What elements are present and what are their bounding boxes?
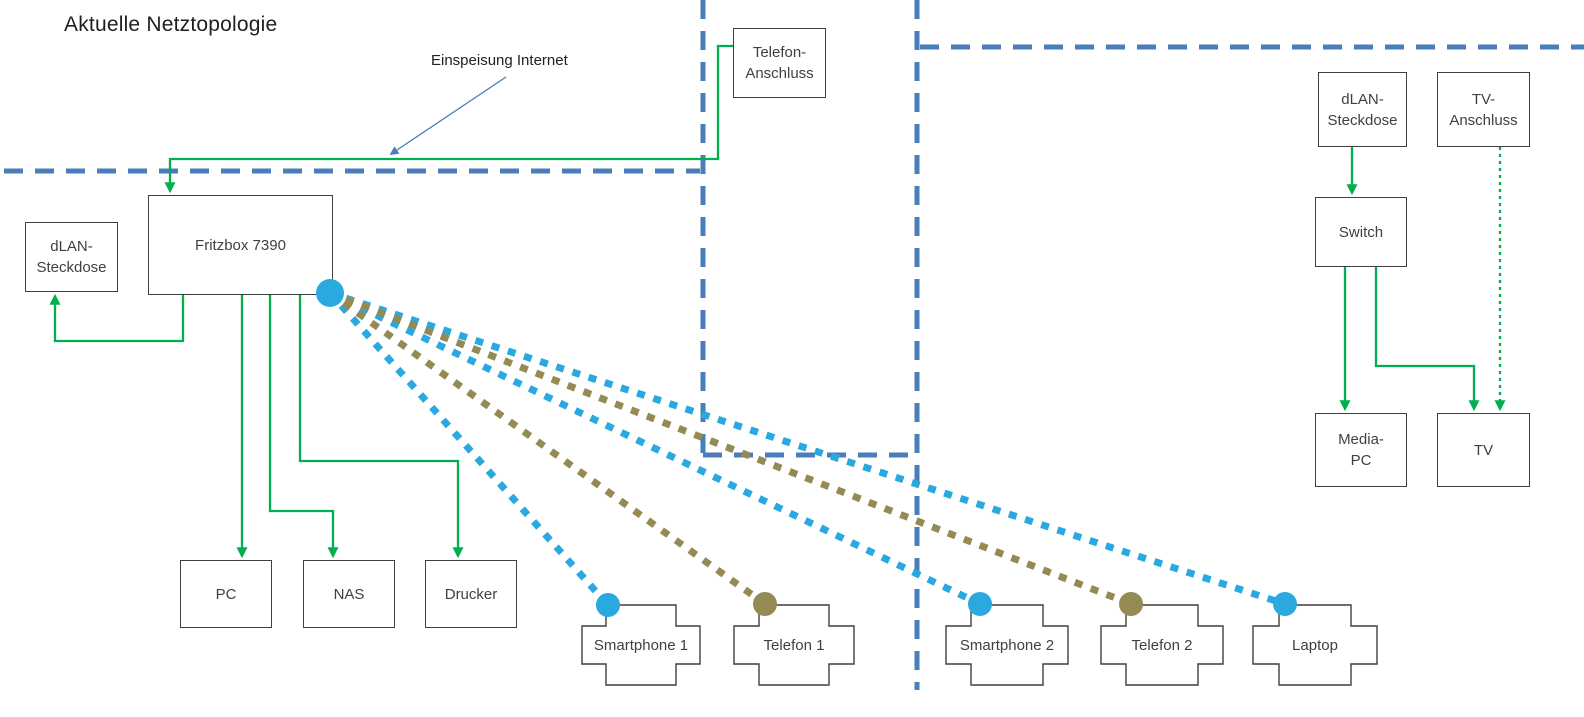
dect-link-telefon2 <box>328 289 1133 608</box>
device-shape-telefon2 <box>1100 604 1224 686</box>
node-tv-anschluss-label-line2: Anschluss <box>1449 111 1518 129</box>
diagram-title: Aktuelle Netztopologie <box>64 13 278 36</box>
node-dlan-steckdose-left: dLAN- Steckdose <box>25 222 118 292</box>
node-tv-anschluss-label-line1: TV- <box>1471 90 1496 108</box>
node-media-pc-label-line2: PC <box>1350 452 1372 469</box>
device-shape-telefon1 <box>733 604 855 686</box>
node-drucker-label: Drucker <box>444 585 498 603</box>
wifi-link-smartphone1 <box>327 290 611 608</box>
node-media-pc: Media- PC <box>1315 413 1407 487</box>
node-switch: Switch <box>1315 197 1407 267</box>
node-tv-anschluss: TV- Anschluss <box>1437 72 1530 147</box>
node-telefon-anschluss-label-line1: Telefon- <box>752 44 807 61</box>
node-tv-label: TV <box>1473 441 1494 459</box>
node-pc-label: PC <box>215 585 237 603</box>
node-tv: TV <box>1437 413 1530 487</box>
node-dlan-steckdose-right: dLAN- Steckdose <box>1318 72 1407 147</box>
wifi-link-laptop <box>328 289 1287 608</box>
node-media-pc-label-line1: Media- <box>1338 431 1384 448</box>
dect-link-telefon1 <box>327 290 768 607</box>
node-telefon-anschluss: Telefon- Anschluss <box>733 28 826 98</box>
link-switch-tv <box>1374 267 1480 412</box>
einspeisung-internet-label: Einspeisung Internet <box>431 52 568 69</box>
node-dlan-right-label-line1: dLAN- <box>1341 90 1384 108</box>
node-fritzbox-label: Fritzbox 7390 <box>195 236 286 254</box>
node-dlan-right-label-line2: Steckdose <box>1327 111 1398 129</box>
node-dlan-left-label-line1: dLAN- <box>50 238 93 255</box>
node-drucker: Drucker <box>425 560 517 628</box>
node-telefon-anschluss-label-line2: Anschluss <box>745 65 814 82</box>
device-label-smartphone1: Smartphone 1 <box>593 637 689 654</box>
link-fritzbox-nas <box>268 295 339 559</box>
node-nas: NAS <box>303 560 395 628</box>
wifi-link-smartphone2 <box>328 289 982 608</box>
node-fritzbox: Fritzbox 7390 <box>148 195 333 295</box>
node-pc: PC <box>180 560 272 628</box>
device-label-smartphone2: Smartphone 2 <box>959 637 1055 654</box>
device-label-laptop: Laptop <box>1292 637 1338 654</box>
device-shape-smartphone2 <box>945 604 1069 686</box>
node-nas-label: NAS <box>333 585 365 603</box>
device-label-telefon1: Telefon 1 <box>763 637 825 654</box>
device-shape-smartphone1 <box>581 604 701 686</box>
link-fritzbox-drucker <box>298 295 464 559</box>
device-label-telefon2: Telefon 2 <box>1131 637 1193 654</box>
link-fritzbox-dlan-left <box>49 293 185 343</box>
device-shape-laptop <box>1252 604 1378 686</box>
einspeisung-annotation-arrow <box>389 76 507 156</box>
link-telefonanschluss-fritzbox <box>164 44 733 194</box>
node-switch-label: Switch <box>1338 223 1384 241</box>
node-dlan-left-label-line2: Steckdose <box>36 259 107 276</box>
